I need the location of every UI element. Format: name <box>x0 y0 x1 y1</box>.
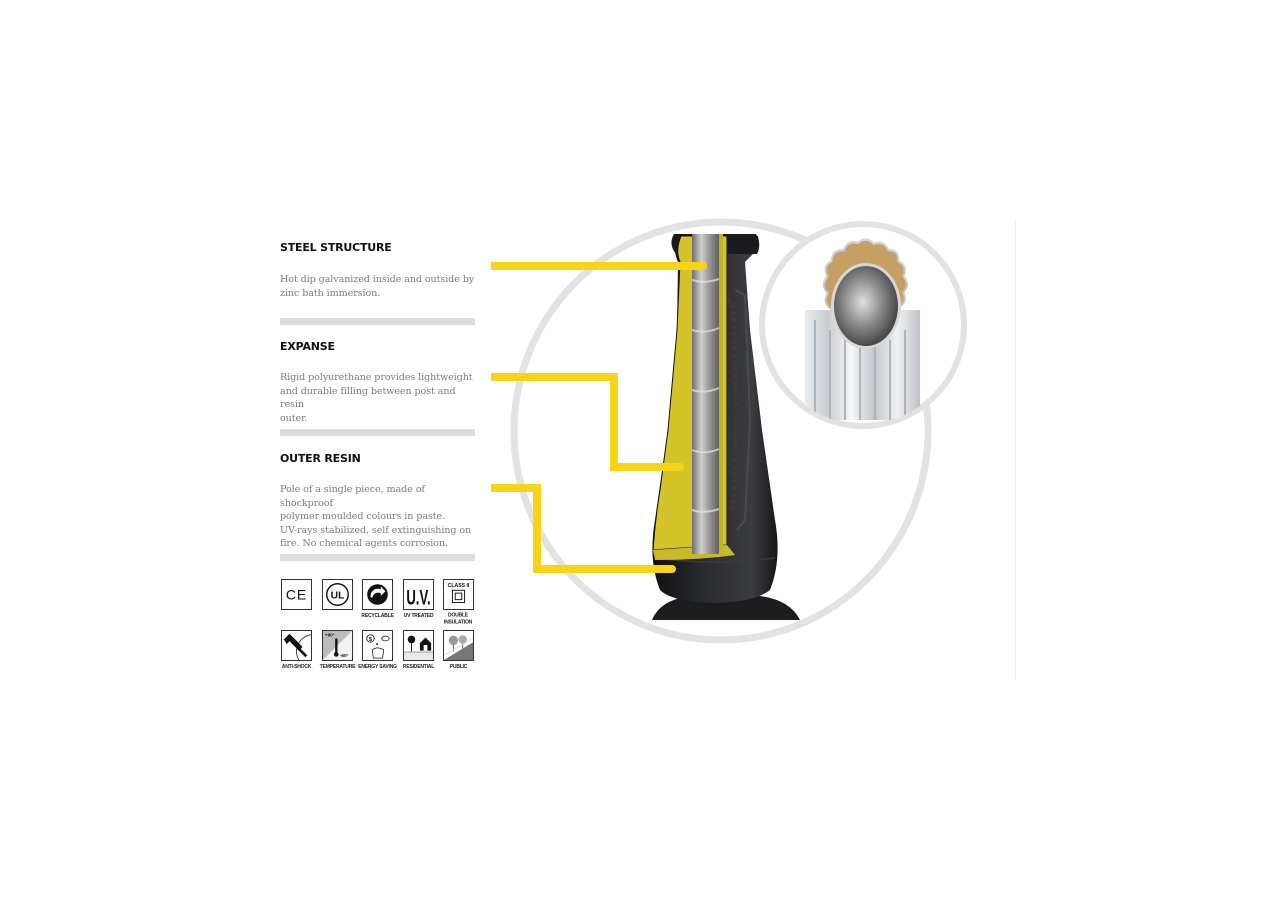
svg-text:-60°: -60° <box>340 653 349 658</box>
description-line: polymer moulded colours in paste. <box>280 511 446 522</box>
description-line: Hot dip galvanized inside and outside by <box>280 274 475 285</box>
feature-description: Rigid polyurethane provides lightweight … <box>280 371 476 425</box>
feature-outer-resin: OUTER RESIN Pole of a single piece, made… <box>280 452 476 551</box>
feature-title: OUTER RESIN <box>280 452 361 465</box>
description-line: UV-rays stabilized, self extinguishing o… <box>280 524 472 536</box>
feature-description: Pole of a single piece, made of shockpro… <box>280 483 476 551</box>
description-line: zinc bath immersion. <box>280 287 381 299</box>
section-divider <box>280 318 475 325</box>
icon-label: TEMPERATURE <box>319 663 356 671</box>
callout-lines <box>491 262 703 573</box>
ce-mark-icon: CE <box>281 579 312 610</box>
svg-text:$: $ <box>369 637 373 643</box>
section-divider <box>280 554 475 561</box>
icon-label: ANTI-SHOCK <box>281 663 312 671</box>
double-insulation-icon: CLASS II <box>443 579 474 610</box>
svg-text:U.V.: U.V. <box>406 585 430 609</box>
svg-text:+90°: +90° <box>325 633 335 638</box>
public-icon <box>443 630 474 661</box>
icon-label: RECYCLABLE <box>361 612 394 620</box>
large-ring <box>510 218 932 644</box>
anti-shock-icon <box>281 630 312 661</box>
image-border <box>1015 220 1016 680</box>
feature-expanse: EXPANSE Rigid polyurethane provides ligh… <box>280 340 476 425</box>
description-line: outer. <box>280 412 308 424</box>
pole-cutaway-illustration <box>491 218 967 644</box>
temperature-icon: +90° -60° <box>322 630 353 661</box>
residential-icon <box>403 630 434 661</box>
feature-title: STEEL STRUCTURE <box>280 241 392 254</box>
icon-label: PUBLIC <box>449 663 468 671</box>
feature-title: EXPANSE <box>280 340 335 353</box>
steel-core-layer <box>691 234 723 554</box>
description-line: fire. No chemical agents corrosion. <box>280 538 448 549</box>
uv-treated-icon: U.V. <box>403 579 434 610</box>
icon-label: DOUBLE INSULATION <box>443 612 473 626</box>
svg-text:CE: CE <box>286 587 307 603</box>
feature-description: Hot dip galvanized inside and outside by… <box>280 273 476 300</box>
svg-text:UL: UL <box>331 591 345 602</box>
recyclable-icon <box>362 579 393 610</box>
icon-label: UV TREATED <box>403 612 434 620</box>
description-line: and durable filling between post and res… <box>280 385 456 411</box>
ul-mark-icon: UL <box>322 579 353 610</box>
svg-text:CLASS II: CLASS II <box>448 583 470 589</box>
energy-saving-icon: $ <box>362 630 393 661</box>
feature-steel-structure: STEEL STRUCTURE Hot dip galvanized insid… <box>280 241 476 300</box>
icon-label: ENERGY SAVING <box>358 663 397 671</box>
detail-inset <box>759 221 967 429</box>
section-divider <box>280 429 475 436</box>
callout-expanse <box>491 373 680 471</box>
description-line: Pole of a single piece, made of shockpro… <box>280 484 425 509</box>
description-line: Rigid polyurethane provides lightweight <box>280 372 473 383</box>
callout-outer-resin <box>491 484 672 573</box>
icon-label: RESIDENTIAL <box>402 663 435 671</box>
